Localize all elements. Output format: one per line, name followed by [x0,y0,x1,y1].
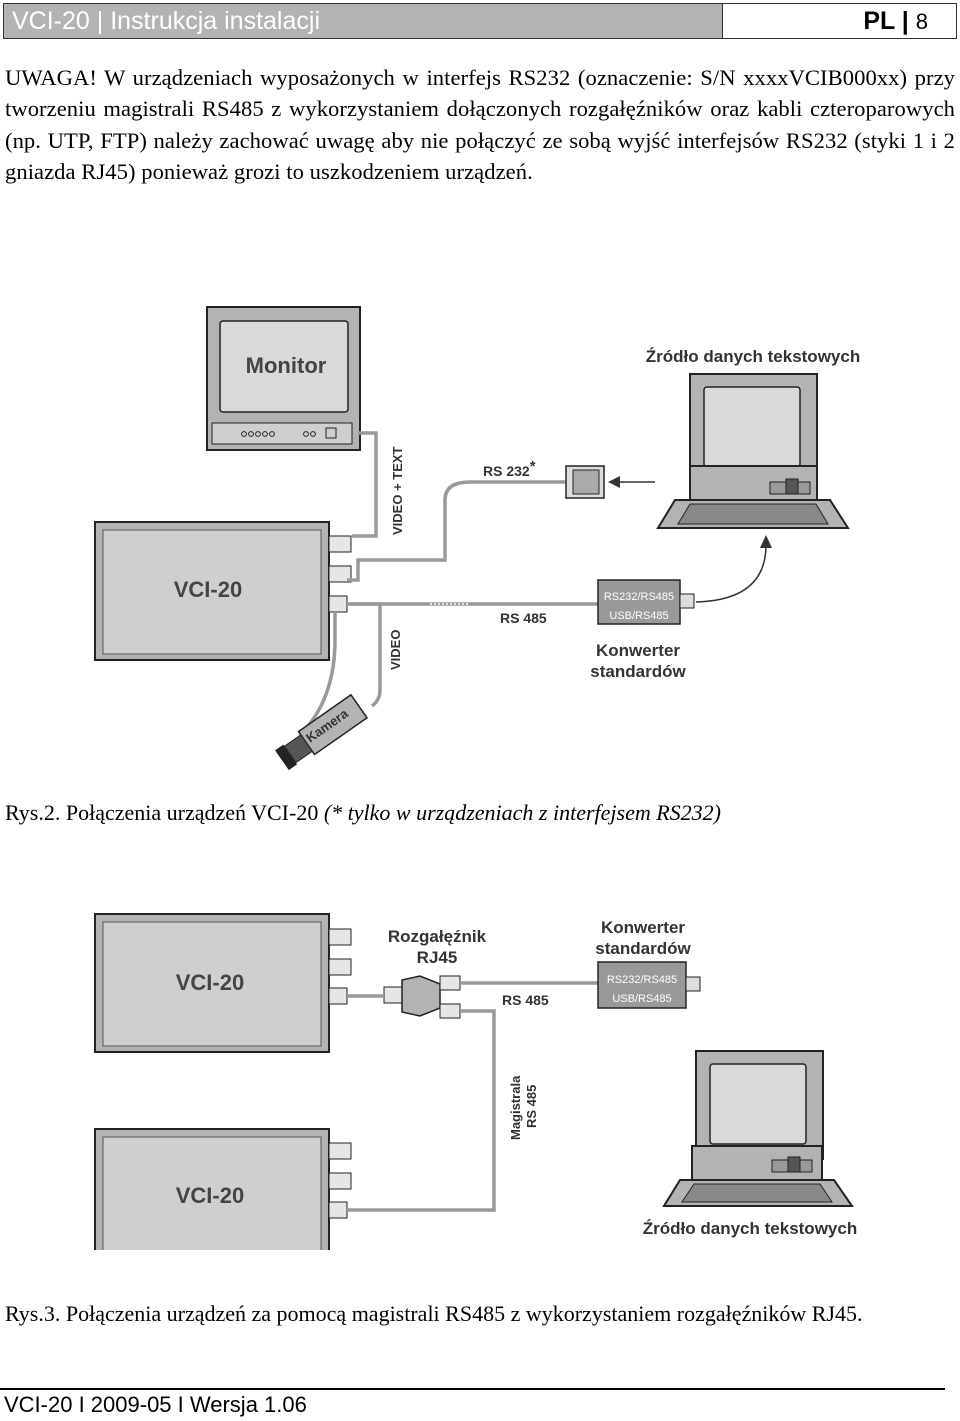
warning-paragraph: UWAGA! W urządzeniach wyposażonych w int… [5,65,955,184]
vci20-device-1-icon [94,913,352,1053]
rs232-label: RS 232* [483,458,536,479]
header-title: VCI-20 | Instrukcja instalacji [3,3,723,39]
rj45-splitter-icon [383,975,461,1019]
vci20-1-label: VCI-20 [176,970,244,995]
video-cable-2 [350,602,382,708]
converter-title-2: standardów [590,662,686,681]
footer-text: VCI-20 I 2009-05 I Wersja 1.06 [4,1392,307,1417]
converter-usb-label: USB/RS485 [609,610,668,622]
footer-rule [0,1388,945,1390]
monitor-label: Monitor [246,353,327,378]
splitter-label-1: Rozgałęźnik [388,927,487,946]
figure-3-caption: Rys.3. Połączenia urządzeń za pomocą mag… [5,1301,863,1326]
db9-connector-icon [565,465,605,499]
figure-3-diagram: VCI-20 VCI-20 Rozgałęźnik RJ45 Konwerter… [94,913,857,1250]
converter-2-title-1: Konwerter [601,918,685,937]
video-label: VIDEO [388,630,403,670]
converter-2-title-2: standardów [595,939,691,958]
splitter-label-2: RJ45 [417,948,458,967]
bus-cable [347,1009,496,1212]
converter-2-usb-label: USB/RS485 [612,993,671,1005]
converter-title-1: Konwerter [596,641,680,660]
video-text-label: VIDEO + TEXT [390,446,405,535]
computer-2-icon [662,1050,854,1207]
converter-2-icon [597,961,701,1009]
bus-label-1: Magistrala [508,1075,523,1140]
vci20-device-icon [94,521,352,661]
rs485-dashed [430,560,470,605]
figure-2-diagram: Monitor Źródło danych tekstowych VCI-20 [94,306,860,771]
header-page: PL | 8 [723,3,957,39]
figure-2-caption: Rys.2. Połączenia urządzeń VCI-20 (* tyl… [5,800,722,825]
camera-icon [275,693,369,771]
vci20-2-label: VCI-20 [176,1183,244,1208]
rs485-label: RS 485 [500,610,547,626]
source-2-label: Źródło danych tekstowych [643,1219,857,1238]
vci20-label: VCI-20 [174,577,242,602]
monitor-icon [206,306,361,451]
header-lang: PL [863,7,895,35]
bus-label-2: RS 485 [524,1085,539,1128]
rs232-cable [347,480,565,582]
video-text-cable [352,431,378,538]
header-page-number: 8 [915,9,928,34]
converter-icon [597,579,695,625]
converter-2-rs232-label: RS232/RS485 [607,974,677,986]
source-label: Źródło danych tekstowych [646,347,860,366]
computer-icon [656,373,850,529]
arrow-converter-to-computer [695,544,767,603]
vci20-device-2-icon [94,1128,352,1250]
page-header: VCI-20 | Instrukcja instalacji PL | 8 [3,3,957,39]
converter-rs232-label: RS232/RS485 [604,591,674,603]
rs485-3-label: RS 485 [502,992,549,1008]
